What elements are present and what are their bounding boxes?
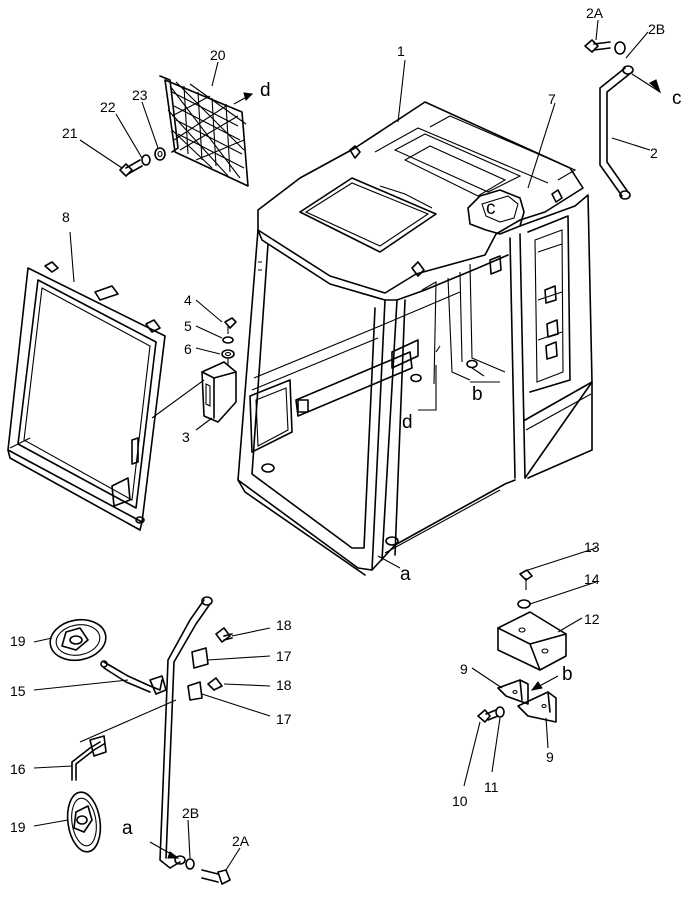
mirror-upper	[49, 618, 167, 695]
callout-10: 10	[452, 793, 468, 809]
callout-4: 4	[184, 292, 192, 308]
handrail-top	[584, 39, 634, 200]
callout-2: 2	[650, 145, 658, 161]
callout-17-lower: 17	[276, 711, 292, 727]
ref-d-net: d	[260, 80, 271, 101]
callout-12: 12	[584, 611, 600, 627]
callout-3: 3	[182, 429, 190, 445]
ref-b-bracket: b	[562, 664, 573, 685]
ref-c-handrail: c	[672, 88, 682, 109]
reference-letters: a a b b c c d d	[122, 80, 682, 839]
ref-b-cab: b	[472, 384, 483, 405]
callout-19-upper: 19	[10, 633, 26, 649]
callout-9-upper: 9	[460, 661, 468, 677]
mirror-bar	[159, 596, 233, 885]
callout-23: 23	[132, 87, 148, 103]
callout-21: 21	[62, 125, 78, 141]
callout-19-lower: 19	[10, 819, 26, 835]
brackets-9	[477, 679, 557, 723]
callout-7: 7	[548, 91, 556, 107]
storage-net	[159, 75, 249, 187]
callout-9-lower: 9	[546, 749, 554, 765]
cab-frame	[237, 101, 593, 576]
callout-13: 13	[584, 539, 600, 555]
callout-11: 11	[484, 779, 499, 795]
callout-14: 14	[584, 571, 600, 587]
leader-lines	[33, 19, 662, 871]
ref-c-cab: c	[486, 198, 496, 219]
callout-2a-top: 2A	[586, 5, 604, 21]
mirror-lower	[66, 735, 107, 853]
callout-18-upper: 18	[276, 617, 292, 633]
bolt-21-set	[119, 147, 166, 177]
callout-22: 22	[100, 99, 116, 115]
callout-6: 6	[184, 341, 192, 357]
bracket-3	[201, 317, 237, 423]
callout-15: 15	[10, 683, 26, 699]
window-panel	[7, 261, 166, 531]
callout-2a-bottom: 2A	[232, 833, 250, 849]
callout-16: 16	[10, 761, 26, 777]
callout-2b-bottom: 2B	[182, 805, 199, 821]
callout-8: 8	[62, 209, 70, 225]
callout-20: 20	[210, 47, 226, 63]
callout-17-upper: 17	[276, 648, 292, 664]
callout-2b-top: 2B	[648, 21, 665, 37]
ref-a-cab: a	[400, 564, 411, 585]
callout-18-lower: 18	[276, 677, 292, 693]
ref-a-bar: a	[122, 818, 133, 839]
box-12	[497, 569, 567, 671]
callout-5: 5	[184, 318, 192, 334]
callout-labels: 1 2 2A 2B 3 4 5 6 7 8 9 9 10 11 12 13 14…	[10, 5, 665, 849]
ref-d-cab: d	[402, 412, 413, 433]
callout-1: 1	[397, 43, 405, 59]
